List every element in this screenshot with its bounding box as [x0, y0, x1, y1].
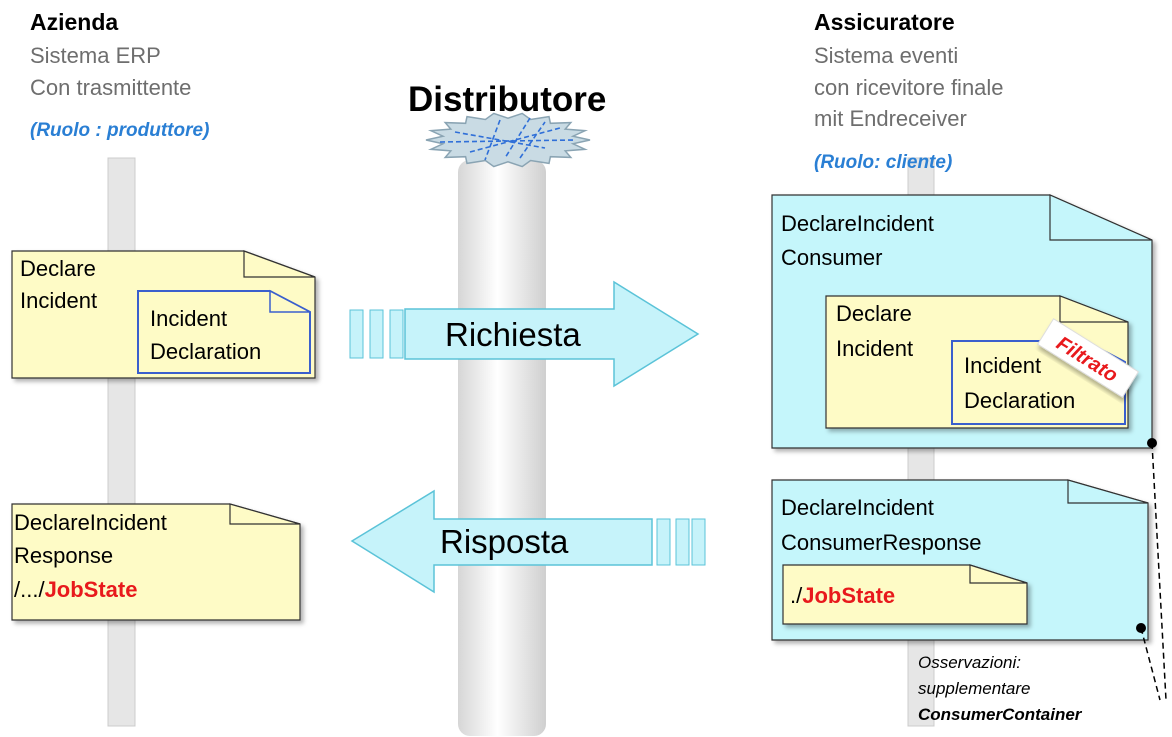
left-party-title: Azienda — [30, 9, 119, 35]
right-consumer-doc-line2: Consumer — [781, 245, 883, 270]
right-inner-doc-line1: Declare — [836, 301, 912, 326]
request-arrow-label: Richiesta — [445, 316, 581, 353]
response-arrow-label: Risposta — [440, 523, 569, 560]
right-party-line3: mit Endreceiver — [814, 106, 967, 131]
request-arrow — [349, 280, 700, 388]
right-party-role: (Ruolo: cliente) — [814, 152, 953, 173]
note-line1: Osservazioni: — [918, 653, 1021, 672]
right-response-doc-line2: ConsumerResponse — [781, 530, 982, 555]
right-path-prefix: ./ — [790, 583, 803, 608]
left-response-doc-line2: Response — [14, 543, 114, 568]
left-request-doc-line2: Incident — [20, 288, 98, 313]
note-container-name: ConsumerContainer — [918, 705, 1082, 724]
right-innermost-doc-line2: Declaration — [964, 388, 1076, 413]
right-party-line1: Sistema eventi — [814, 43, 959, 68]
response-arrow — [350, 489, 706, 594]
network-cloud-icon — [425, 112, 591, 168]
right-consumer-doc-line1: DeclareIncident — [781, 211, 934, 236]
distributor-lifeline — [458, 160, 546, 736]
left-incident-declaration-doc — [137, 289, 311, 374]
left-path-jobstate: JobState — [44, 577, 138, 602]
right-party-title: Assicuratore — [814, 9, 955, 35]
left-response-doc-line1: DeclareIncident — [14, 510, 167, 535]
note-line2: supplementare — [918, 679, 1031, 698]
right-jobstate-doc — [782, 564, 1028, 625]
right-path-jobstate: JobState — [802, 583, 896, 608]
note-line3: ConsumerContainer — [918, 702, 1081, 728]
left-inner-doc-line2: Declaration — [150, 339, 262, 364]
right-party-line2: con ricevitore finale — [814, 75, 1004, 100]
left-party-line2: Con trasmittente — [30, 75, 192, 100]
left-party-line1: Sistema ERP — [30, 43, 161, 68]
right-response-doc-path: ./JobState — [790, 580, 895, 612]
left-response-document — [11, 503, 301, 621]
left-party-role: (Ruolo : produttore) — [30, 120, 210, 141]
distributor-title: Distributore — [408, 80, 607, 119]
right-response-doc-line1: DeclareIncident — [781, 495, 934, 520]
left-response-doc-path: /.../JobState — [14, 574, 137, 606]
left-path-prefix: /.../ — [14, 577, 45, 602]
note-connectors — [1136, 438, 1167, 701]
right-innermost-doc-line1: Incident — [964, 353, 1042, 378]
left-request-doc-line1: Declare — [20, 256, 96, 281]
left-lifeline — [107, 157, 136, 727]
left-inner-doc-line1: Incident — [150, 306, 228, 331]
right-inner-doc-line2: Incident — [836, 336, 914, 361]
